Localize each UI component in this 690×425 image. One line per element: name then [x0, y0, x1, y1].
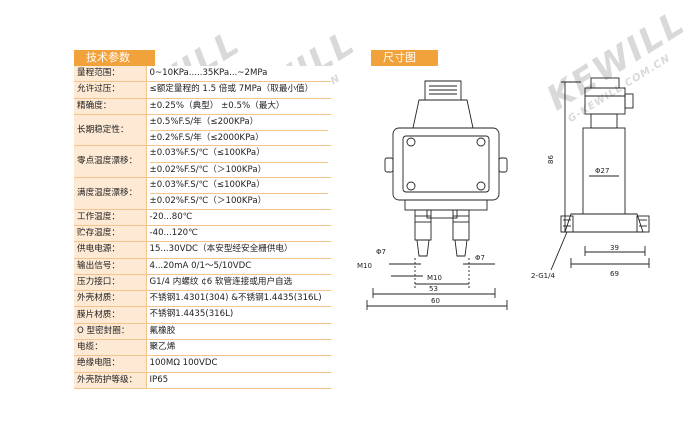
- spec-row: 允许过压：≤额定量程的 1.5 倍或 7MPa（取最小值）: [74, 81, 331, 99]
- spec-value-line: 不锈钢1.4301(304) &不锈钢1.4435(316L): [149, 293, 322, 304]
- side-connector: [584, 87, 626, 115]
- spec-value-line: -40...120℃: [149, 227, 198, 238]
- spec-value: -20...80℃: [146, 209, 331, 226]
- spec-value-line: ±0.5%F.S/年（≤200KPa）: [149, 116, 259, 127]
- spec-row: 工作温度：-20...80℃: [74, 209, 331, 226]
- spec-value-line: G1/4 内螺纹 ¢6 软管连接或用户自选: [149, 276, 293, 287]
- spec-label: 长期稳定性：: [74, 114, 147, 147]
- spec-value-line: 不锈钢1.4435(316L): [149, 309, 234, 320]
- spec-label: 允许过压：: [74, 81, 147, 99]
- side-base: [564, 213, 644, 233]
- spec-value-line: ±0.03%F.S/℃（≤100KPa）: [149, 180, 265, 191]
- spec-label: O 型密封圈：: [74, 323, 147, 341]
- dim-m10-left: M10: [357, 262, 372, 270]
- spec-value: G1/4 内螺纹 ¢6 软管连接或用户自选: [146, 274, 331, 292]
- dim-m10-bottom: M10: [427, 274, 442, 282]
- spec-row: 量程范围：0~10KPa.....35KPa...~2MPa: [74, 66, 331, 83]
- spec-value-line: ±0.02%F.S/℃（＞100KPa）: [149, 193, 328, 208]
- spec-value: 0~10KPa.....35KPa...~2MPa: [146, 66, 331, 83]
- dim-phi7-left: Φ7: [376, 248, 386, 256]
- spec-row: 长期稳定性：±0.5%F.S/年（≤200KPa） ±0.2%F.S/年（≤200…: [74, 114, 331, 147]
- spec-label: 绝缘电阻：: [74, 355, 147, 373]
- spec-value-line: 4...20mA 0/1～5/10VDC: [149, 260, 252, 271]
- spec-value: 聚乙烯: [146, 339, 331, 357]
- front-connector-base: [412, 99, 474, 129]
- dimension-section-header: 尺寸图: [371, 50, 438, 66]
- spec-value-line: 15...30VDC（本安型经安全栅供电）: [149, 244, 293, 255]
- spec-row: 精确度：±0.25%（典型） ±0.5%（最大）: [74, 98, 331, 115]
- spec-value: 不锈钢1.4301(304) &不锈钢1.4435(316L): [146, 290, 331, 308]
- spec-value-line: ±0.25%（典型） ±0.5%（最大）: [149, 100, 285, 111]
- spec-row: O 型密封圈：氟橡胶: [74, 323, 331, 341]
- spec-value: IP65: [146, 372, 331, 389]
- dim-phi27: Φ27: [595, 167, 609, 175]
- spec-row: 膜片材质：不锈钢1.4435(316L): [74, 306, 331, 324]
- spec-value-line: 100MΩ 100VDC: [149, 358, 218, 369]
- spec-label: 量程范围：: [74, 66, 147, 83]
- spec-row: 电缆：聚乙烯: [74, 339, 331, 357]
- front-connector-top: [424, 80, 462, 101]
- dimension-drawing: Φ7 Φ7 M10 M10 53 60 86 Φ27 39 69 2-G1/4: [357, 77, 650, 310]
- spec-label: 供电电源：: [74, 241, 147, 259]
- spec-value-line: 0~10KPa.....35KPa...~2MPa: [149, 68, 268, 78]
- spec-value: ±0.25%（典型） ±0.5%（最大）: [146, 98, 331, 115]
- dim-39: 39: [610, 244, 619, 252]
- spec-value-line: ±0.2%F.S/年（≤2000KPa）: [149, 130, 328, 145]
- spec-label: 工作温度：: [74, 209, 147, 226]
- spec-value-line: -20...80℃: [149, 211, 193, 222]
- spec-row: 满度温度漂移：±0.03%F.S/℃（≤100KPa） ±0.02%F.S/℃（＞…: [74, 177, 331, 210]
- dim-69: 69: [610, 270, 619, 278]
- spec-section-header: 技术参数: [74, 50, 155, 66]
- spec-value: ±0.03%F.S/℃（≤100KPa） ±0.02%F.S/℃（＞100KPa）: [146, 145, 331, 179]
- spec-label: 外壳防护等级：: [74, 372, 147, 389]
- dim-60: 60: [431, 297, 440, 305]
- spec-row: 压力接口：G1/4 内螺纹 ¢6 软管连接或用户自选: [74, 274, 331, 292]
- spec-value: -40...120℃: [146, 225, 331, 243]
- spec-row: 贮存温度：-40...120℃: [74, 225, 331, 243]
- spec-label: 外壳材质：: [74, 290, 147, 308]
- front-port-right: [452, 209, 470, 241]
- spec-value-line: ±0.02%F.S/℃（＞100KPa）: [149, 161, 328, 177]
- spec-label: 贮存温度：: [74, 225, 147, 243]
- spec-row: 绝缘电阻：100MΩ 100VDC: [74, 355, 331, 373]
- spec-value-line: 聚乙烯: [149, 342, 176, 353]
- spec-label: 精确度：: [74, 98, 147, 115]
- front-port-left: [414, 209, 432, 241]
- spec-label: 膜片材质：: [74, 306, 147, 324]
- spec-label: 零点温度漂移：: [74, 145, 147, 179]
- spec-value: 氟橡胶: [146, 323, 331, 341]
- spec-row: 外壳防护等级：IP65: [74, 372, 331, 389]
- spec-value-line: 氟橡胶: [149, 325, 176, 336]
- spec-row: 外壳材质：不锈钢1.4301(304) &不锈钢1.4435(316L): [74, 290, 331, 308]
- spec-value-line: IP65: [149, 374, 169, 385]
- spec-label: 电缆：: [74, 339, 147, 357]
- spec-value: ≤额定量程的 1.5 倍或 7MPa（取最小值）: [146, 81, 331, 99]
- spec-value-line: ≤额定量程的 1.5 倍或 7MPa（取最小值）: [149, 84, 314, 95]
- dim-53: 53: [429, 285, 438, 293]
- spec-value: 不锈钢1.4435(316L): [146, 306, 331, 324]
- spec-value: 4...20mA 0/1～5/10VDC: [146, 258, 331, 275]
- dim-g14: 2-G1/4: [531, 272, 555, 280]
- spec-value-line: ±0.03%F.S/℃（≤100KPa）: [149, 148, 265, 159]
- dim-86: 86: [547, 155, 555, 164]
- spec-value: 100MΩ 100VDC: [146, 355, 331, 373]
- spec-value: ±0.5%F.S/年（≤200KPa） ±0.2%F.S/年（≤2000KPa）: [146, 114, 331, 147]
- spec-label: 满度温度漂移：: [74, 177, 147, 210]
- spec-row: 供电电源：15...30VDC（本安型经安全栅供电）: [74, 241, 331, 259]
- spec-row: 零点温度漂移：±0.03%F.S/℃（≤100KPa） ±0.02%F.S/℃（＞…: [74, 145, 331, 179]
- spec-row: 输出信号：4...20mA 0/1～5/10VDC: [74, 258, 331, 275]
- spec-value: 15...30VDC（本安型经安全栅供电）: [146, 241, 331, 259]
- dim-phi7-right: Φ7: [475, 254, 485, 262]
- spec-label: 输出信号：: [74, 258, 147, 275]
- spec-label: 压力接口：: [74, 274, 147, 292]
- spec-value: ±0.03%F.S/℃（≤100KPa） ±0.02%F.S/℃（＞100KPa）: [146, 177, 331, 210]
